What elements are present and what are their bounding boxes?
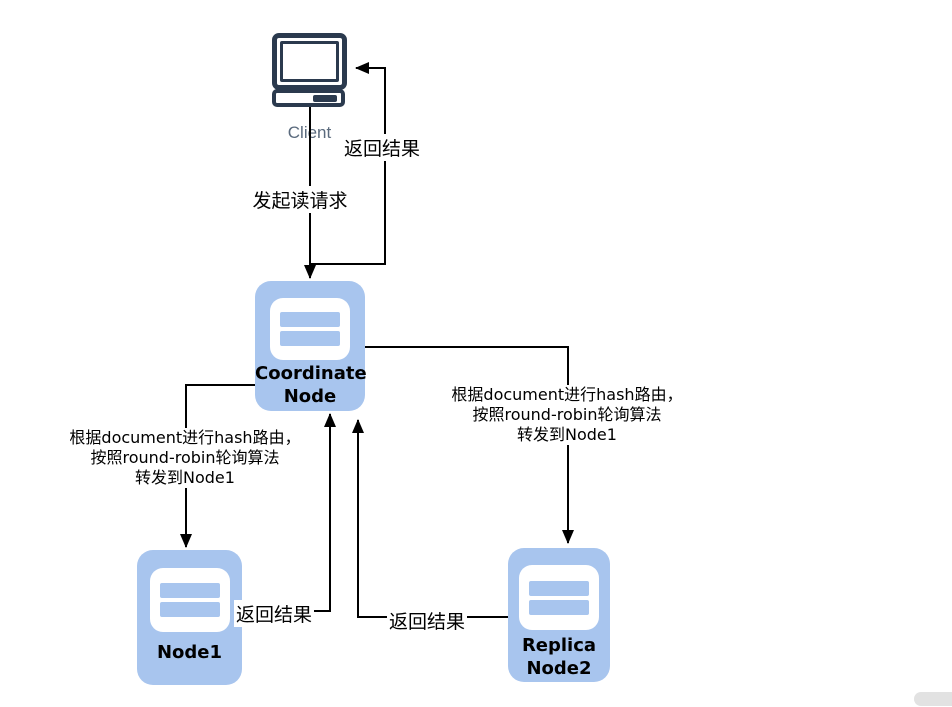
server-icon	[270, 298, 350, 360]
server-icon-bar	[528, 580, 590, 596]
server-icon-bar	[159, 602, 221, 617]
client-screen-icon	[280, 41, 339, 82]
client-keyboard-icon	[272, 89, 345, 107]
node-coordinate-label: Coordinate Node	[255, 363, 367, 407]
edge-return-replica-arrow	[352, 419, 508, 618]
edge-label-return-from-replica: 返回结果	[386, 607, 468, 634]
server-icon-bar	[279, 312, 341, 327]
horizontal-scrollbar-thumb[interactable]	[914, 692, 952, 706]
edge-route-right-arrow	[365, 346, 574, 544]
node-replica-label: Replica Node2	[521, 635, 597, 679]
server-icon	[150, 568, 230, 632]
edge-label-read-request: 发起读请求	[250, 186, 350, 213]
node-node1: Node1	[137, 550, 242, 685]
edge-label-route-left: 根据document进行hash路由， 按照round-robin轮询算法 转发…	[69, 428, 301, 488]
node-node1-label: Node1	[156, 642, 223, 663]
server-icon-bar	[528, 599, 590, 615]
client-label: Client	[287, 123, 332, 142]
server-icon-bar	[159, 583, 221, 598]
node-coordinate: Coordinate Node	[255, 281, 367, 411]
edge-label-return-to-client: 返回结果	[341, 134, 423, 161]
edge-label-return-from-node1: 返回结果	[233, 600, 315, 627]
edge-label-route-right: 根据document进行hash路由， 按照round-robin轮询算法 转发…	[451, 385, 683, 445]
server-icon-bar	[279, 331, 341, 346]
client-monitor-icon	[272, 33, 347, 90]
node-replica-node2: Replica Node2	[508, 548, 610, 682]
client-keyboard-key-icon	[313, 94, 337, 102]
server-icon	[519, 565, 599, 630]
